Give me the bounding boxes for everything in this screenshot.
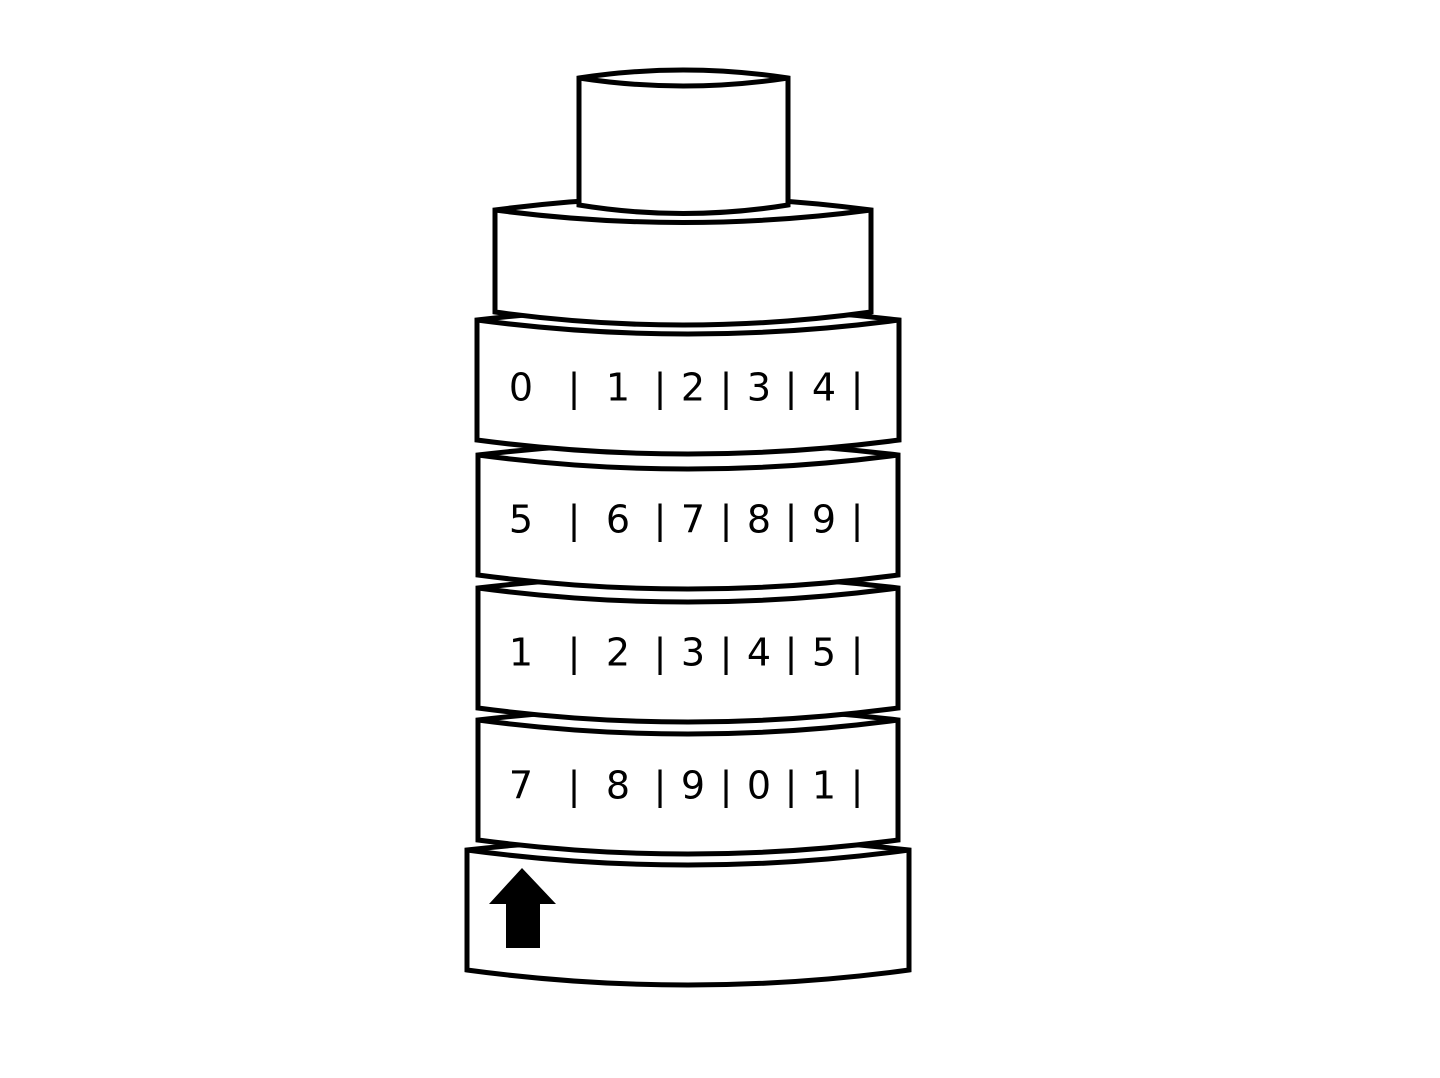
- ring-digit: 2: [681, 366, 705, 410]
- segment-divider: |: [851, 764, 864, 809]
- lock-top-cap: [576, 67, 791, 216]
- segment-divider: |: [785, 366, 798, 411]
- ring-digit: 6: [606, 498, 630, 542]
- ring-digit: 1: [509, 631, 533, 675]
- segment-divider: |: [568, 764, 581, 809]
- ring-digit: 9: [681, 764, 705, 808]
- ring-digit: 0: [509, 366, 533, 410]
- segment-divider: |: [785, 631, 798, 676]
- ring-4-digits: 7 | 8 | 9 | 0 | 1 |: [509, 764, 864, 809]
- ring-digit: 4: [812, 366, 836, 410]
- segment-divider: |: [851, 366, 864, 411]
- ring-1-digits: 0 | 1 | 2 | 3 | 4 |: [509, 366, 864, 411]
- ring-2-digits: 5 | 6 | 7 | 8 | 9 |: [509, 498, 864, 543]
- ring-digit: 7: [509, 764, 533, 808]
- segment-divider: |: [785, 498, 798, 543]
- segment-divider: |: [654, 764, 667, 809]
- ring-digit: 7: [681, 498, 705, 542]
- ring-digit: 1: [812, 764, 836, 808]
- ring-digit: 4: [747, 631, 771, 675]
- ring-digit: 5: [812, 631, 836, 675]
- segment-divider: |: [654, 366, 667, 411]
- ring-digit: 8: [606, 764, 630, 808]
- ring-digit: 2: [606, 631, 630, 675]
- ring-3-digits: 1 | 2 | 3 | 4 | 5 |: [509, 631, 864, 676]
- segment-divider: |: [568, 366, 581, 411]
- segment-divider: |: [851, 498, 864, 543]
- ring-digit: 3: [747, 366, 771, 410]
- segment-divider: |: [851, 631, 864, 676]
- ring-digit: 5: [509, 498, 533, 542]
- segment-divider: |: [568, 631, 581, 676]
- segment-divider: |: [654, 498, 667, 543]
- ring-digit: 3: [681, 631, 705, 675]
- arrow-up-icon: [489, 868, 556, 948]
- segment-divider: |: [720, 498, 733, 543]
- ring-digit: 0: [747, 764, 771, 808]
- segment-divider: |: [720, 631, 733, 676]
- segment-divider: |: [720, 366, 733, 411]
- lock-middle-cap: [492, 195, 874, 328]
- segment-divider: |: [720, 764, 733, 809]
- segment-divider: |: [654, 631, 667, 676]
- ring-digit: 8: [747, 498, 771, 542]
- lock-base: [464, 835, 912, 988]
- ring-digit: 9: [812, 498, 836, 542]
- segment-divider: |: [568, 498, 581, 543]
- segment-divider: |: [785, 764, 798, 809]
- ring-digit: 1: [606, 366, 630, 410]
- dial-ring-2[interactable]: [475, 440, 901, 592]
